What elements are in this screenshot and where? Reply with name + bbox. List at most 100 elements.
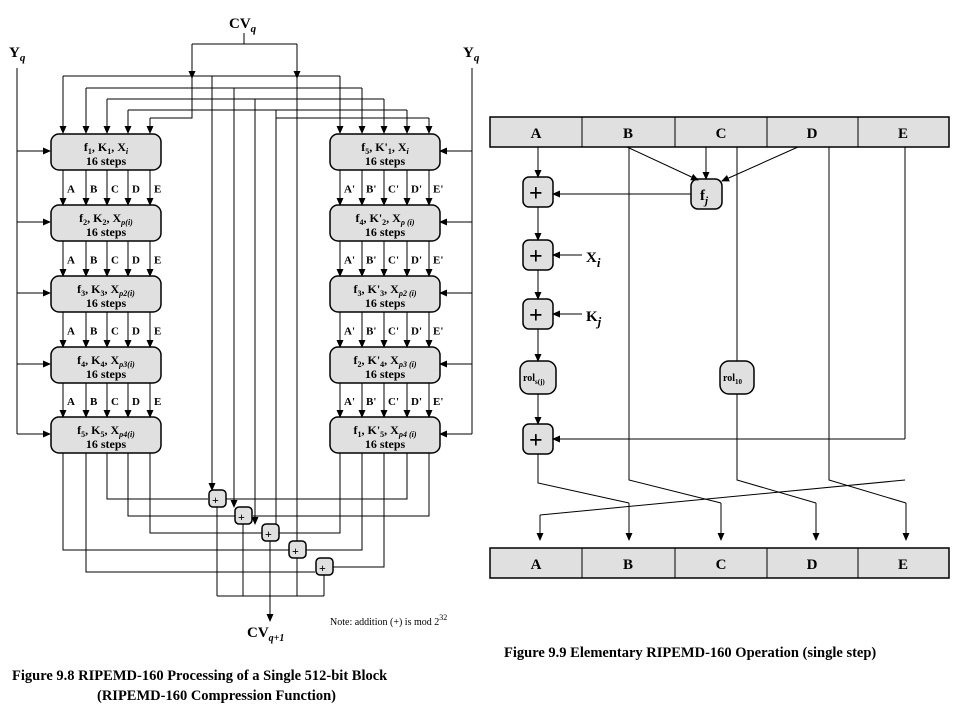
svg-text:rol10: rol10	[723, 373, 743, 386]
right-round-4-formula: f2, K'4, Xρ3 (i)	[353, 353, 416, 369]
bottom-register-a: A	[531, 557, 542, 573]
right-wire-label: B'	[366, 326, 376, 338]
left-wire-label: D	[132, 326, 140, 338]
right-round-2-steps: 16 steps	[365, 225, 406, 239]
right-wire-label: E'	[433, 184, 443, 196]
left-wire-label: C	[111, 255, 119, 267]
cv-out-label: CVq+1	[247, 625, 284, 644]
right-round-3-formula: f3, K'3, Xρ2 (i)	[353, 282, 416, 298]
right-wire-label: D'	[411, 396, 422, 408]
right-round-4-steps: 16 steps	[365, 367, 406, 381]
svg-text:+: +	[319, 561, 326, 575]
left-wire-label: E	[154, 326, 161, 338]
single-step-diagram: A B C D E A B C D E fj + + + + rols(j)	[489, 116, 950, 661]
left-round-1-formula: f1, K1, Xi	[84, 140, 129, 156]
right-wire-label: D'	[411, 184, 422, 196]
figure-9-9-caption: Figure 9.9 Elementary RIPEMD-160 Operati…	[504, 645, 876, 661]
right-round-1-formula: f5, K'1, Xi	[361, 140, 409, 156]
top-register-a: A	[531, 126, 542, 142]
left-round-5-formula: f5, K5, Xρ4(i)	[77, 423, 135, 439]
left-wire-label: B	[90, 184, 98, 196]
left-round-4-steps: 16 steps	[86, 367, 127, 381]
y-left-label: Yq	[9, 45, 26, 64]
bottom-register-c: C	[716, 557, 727, 573]
left-wire-label: C	[111, 184, 119, 196]
svg-text:+: +	[292, 544, 299, 558]
right-wire-label: A'	[344, 396, 355, 408]
left-wire-label: B	[90, 396, 98, 408]
cv-in-label: CVq	[229, 16, 257, 35]
left-round-2-steps: 16 steps	[86, 225, 127, 239]
bottom-register-d: D	[807, 557, 818, 573]
left-wire-label: D	[132, 396, 140, 408]
left-round-5-steps: 16 steps	[86, 437, 127, 451]
right-wire-label: E'	[433, 396, 443, 408]
right-wire-label: E'	[433, 255, 443, 267]
right-round-3-steps: 16 steps	[365, 296, 406, 310]
x-input-label: Xi	[586, 250, 601, 270]
svg-text:+: +	[529, 181, 543, 207]
top-register-bar	[489, 116, 950, 148]
svg-text:+: +	[212, 493, 219, 507]
left-wire-label: A	[67, 255, 75, 267]
right-round-1-steps: 16 steps	[365, 154, 406, 168]
right-wire-label: A'	[344, 255, 355, 267]
left-wire-label: E	[154, 184, 161, 196]
left-round-2-formula: f2, K2, Xρ(i)	[79, 211, 133, 227]
top-register-b: B	[623, 126, 633, 142]
rol-s-box: rols(j)	[519, 360, 557, 395]
right-round-2-formula: f4, K'2, Xρ (i)	[355, 211, 414, 227]
modular-note: Note: addition (+) is mod 232	[330, 613, 447, 628]
left-wire-label: A	[67, 326, 75, 338]
svg-text:+: +	[265, 527, 272, 541]
right-wire-label: A'	[344, 184, 355, 196]
right-round-5-formula: f1, K'5, Xρ4 (i)	[353, 423, 416, 439]
left-wire-label: C	[111, 396, 119, 408]
right-wire-label: E'	[433, 326, 443, 338]
svg-text:rols(j): rols(j)	[523, 373, 545, 386]
svg-text:+: +	[238, 510, 245, 524]
svg-text:+: +	[529, 244, 543, 270]
left-wire-label: E	[154, 396, 161, 408]
right-rounds	[329, 133, 441, 454]
left-rounds	[50, 133, 162, 454]
rol-10-box: rol10	[719, 360, 755, 395]
y-right-label: Yq	[463, 45, 480, 64]
left-wire-label: B	[90, 326, 98, 338]
right-wire-label: C'	[388, 396, 399, 408]
left-wire-label: E	[154, 255, 161, 267]
figure-9-8-caption: Figure 9.8 RIPEMD-160 Processing of a Si…	[12, 668, 388, 684]
right-wire-label: C'	[388, 184, 399, 196]
right-wire-label: D'	[411, 255, 422, 267]
right-wire-label: C'	[388, 255, 399, 267]
bottom-register-e: E	[898, 557, 908, 573]
compression-function-diagram: CVq Yq Yq	[9, 16, 480, 704]
left-wire-label: D	[132, 184, 140, 196]
top-register-d: D	[807, 126, 818, 142]
right-wire-label: A'	[344, 326, 355, 338]
left-round-4-formula: f4, K4, Xρ3(i)	[77, 353, 135, 369]
left-wire-label: C	[111, 326, 119, 338]
left-round-3-formula: f3, K3, Xρ2(i)	[77, 282, 135, 298]
right-wire-label: B'	[366, 184, 376, 196]
right-wire-label: B'	[366, 396, 376, 408]
figure-9-8-caption-2: (RIPEMD-160 Compression Function)	[97, 688, 336, 704]
right-wire-label: D'	[411, 326, 422, 338]
k-input-label: Kj	[586, 309, 602, 329]
top-register-c: C	[716, 126, 727, 142]
left-wire-label: A	[67, 184, 75, 196]
f-function-box: fj	[690, 178, 723, 210]
left-wire-label: A	[67, 396, 75, 408]
svg-text:+: +	[529, 303, 543, 329]
top-register-e: E	[898, 126, 908, 142]
svg-text:fj: fj	[700, 188, 709, 207]
left-round-3-steps: 16 steps	[86, 296, 127, 310]
bottom-register-bar	[489, 547, 950, 579]
left-wire-label: B	[90, 255, 98, 267]
bottom-register-b: B	[623, 557, 633, 573]
left-round-1-steps: 16 steps	[86, 154, 127, 168]
right-round-5-steps: 16 steps	[365, 437, 406, 451]
svg-text:+: +	[529, 428, 543, 454]
left-wire-label: D	[132, 255, 140, 267]
